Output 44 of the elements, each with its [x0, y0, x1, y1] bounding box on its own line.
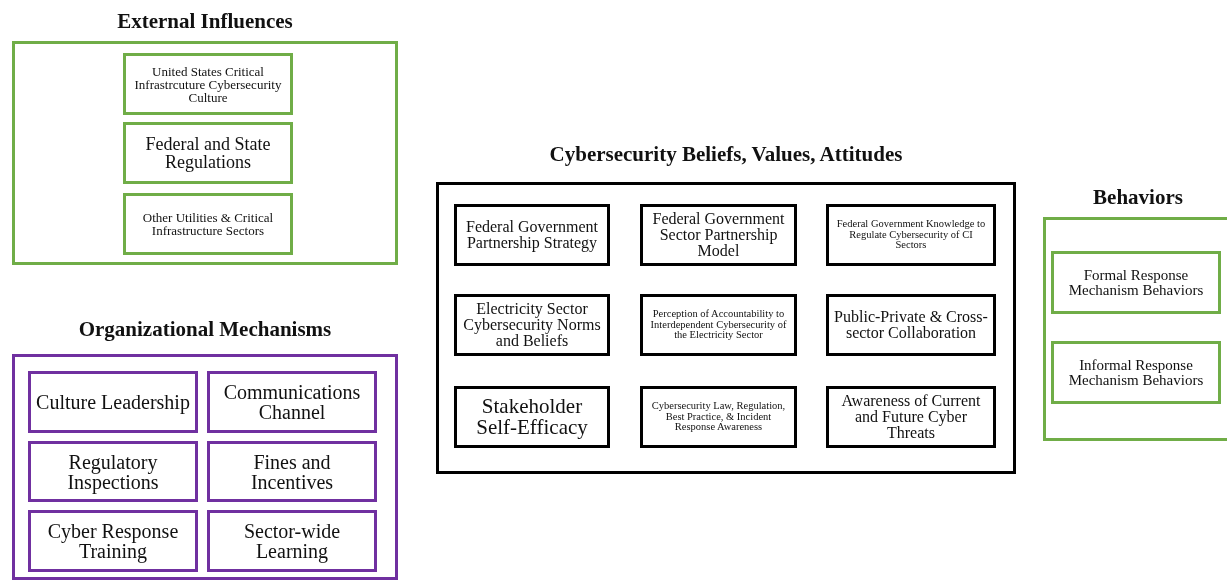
concept-box — [640, 294, 797, 356]
concept-box — [640, 386, 797, 448]
box-label: Federal Government Partnership Strategy — [465, 219, 599, 251]
concept-box — [826, 204, 996, 266]
concept-box — [1051, 251, 1221, 314]
box-label: Other Utilities & Critical Infrastructure Sectors — [141, 211, 275, 237]
box-label: Public-Private & Cross-sector Collaboration — [834, 309, 988, 341]
box-label: Electricity Sector Cybersecurity Norms and Beliefs — [462, 301, 602, 349]
box-label: Regulatory Inspections — [66, 451, 160, 492]
concept-box — [454, 386, 610, 448]
box-label: Cybersecurity Law, Regulation, Best Practice, & Incident Response Awareness — [650, 401, 787, 433]
box-label: Federal Government Sector Partnership Model — [651, 211, 786, 259]
concept-box — [640, 204, 797, 266]
concept-box — [826, 294, 996, 356]
box-label: Communications Channel — [222, 382, 362, 422]
box-label: Formal Response Mechanism Behaviors — [1067, 267, 1205, 298]
box-label: Awareness of Current and Future Cyber Threats — [840, 393, 982, 441]
box-label: Federal and State Regulations — [144, 135, 272, 171]
concept-box — [826, 386, 996, 448]
concept-box — [28, 441, 198, 502]
group-heading: Behaviors — [1093, 184, 1183, 210]
box-label: United States Critical Infrastrcuture Cybersecurity Culture — [133, 64, 283, 104]
concept-box — [123, 193, 293, 255]
concept-box — [454, 294, 610, 356]
box-label: Perception of Accountability to Interdependent Cybersecurity of the Electricity Sector — [649, 309, 788, 341]
concept-box — [123, 53, 293, 115]
box-label: Informal Response Mechanism Behaviors — [1067, 357, 1205, 388]
concept-box — [207, 510, 377, 572]
box-label: Culture Leadership — [36, 392, 190, 412]
concept-box — [1051, 341, 1221, 404]
concept-box — [207, 441, 377, 502]
concept-box — [123, 122, 293, 184]
box-label: Stakeholder Self-Efficacy — [475, 396, 589, 438]
box-label: Federal Government Knowledge to Regulate Cybersecurity of CI Sectors — [835, 219, 987, 251]
concept-box — [28, 371, 198, 433]
concept-box — [454, 204, 610, 266]
box-label: Cyber Response Training — [46, 521, 180, 561]
box-label: Fines and Incentives — [249, 451, 335, 492]
group-heading: External Influences — [117, 8, 293, 34]
group-heading: Organizational Mechanisms — [78, 316, 332, 342]
concept-box — [28, 510, 198, 572]
concept-box — [207, 371, 377, 433]
group-heading: Cybersecurity Beliefs, Values, Attitudes — [549, 141, 903, 167]
box-label: Sector-wide Learning — [242, 521, 342, 561]
